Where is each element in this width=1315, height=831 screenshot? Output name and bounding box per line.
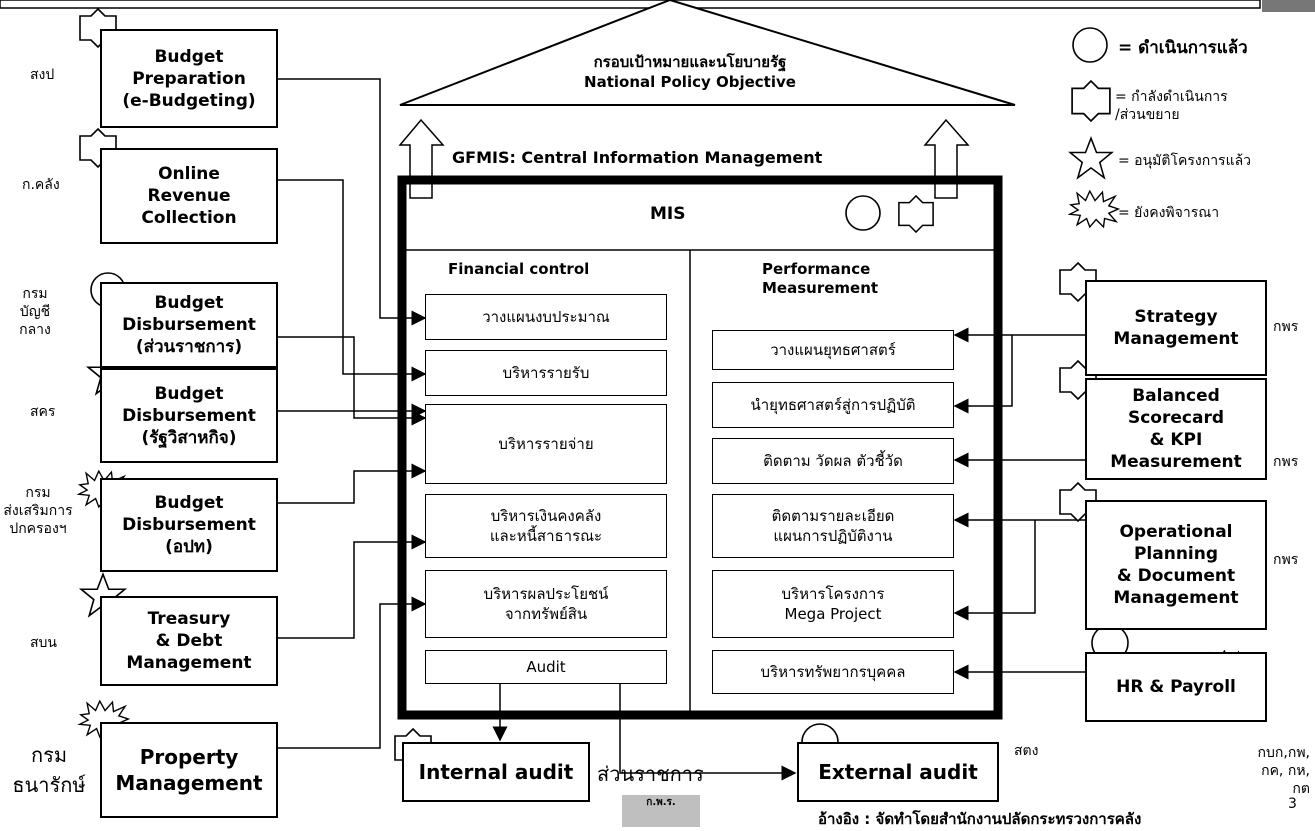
agency-label: กพร	[1273, 319, 1299, 335]
box-internal-audit[interactable]: Internal audit	[402, 742, 590, 802]
legend-text-approved: = อนุมัติโครงการแล้ว	[1118, 153, 1252, 169]
opdc-logo: ก.พ.ร.	[622, 795, 700, 827]
box-treasury-debt[interactable]: Treasury & Debt Management	[100, 596, 278, 686]
legend-text-done: = ดำเนินการแล้ว	[1118, 38, 1248, 58]
legend-text-in-progress: = กำลังดำเนินการ /ส่วนขยาย	[1115, 89, 1228, 123]
logo-text: ก.พ.ร.	[646, 797, 676, 808]
financial-control-header: Financial control	[448, 260, 590, 278]
mis-frame	[397, 175, 1003, 720]
box-external-audit[interactable]: External audit	[797, 742, 999, 802]
perf-item-hr[interactable]: บริหารทรัพยากรบุคคล	[712, 650, 954, 694]
gfmis-title: GFMIS: Central Information Management	[452, 148, 823, 167]
box-hr-payroll[interactable]: HR & Payroll	[1085, 652, 1267, 722]
box-balanced-scorecard[interactable]: Balanced Scorecard & KPI Measurement	[1085, 378, 1267, 480]
agency-label: กรม ส่งเสริมการ ปกครองฯ	[3, 485, 73, 537]
agency-label: ก.คลัง	[22, 177, 60, 193]
box-disbursement-local[interactable]: Budget Disbursement (อปท)	[100, 478, 278, 572]
performance-header: Performance Measurement	[762, 260, 879, 297]
agency-label: สบน	[30, 635, 58, 651]
perf-item-strategy-planning[interactable]: วางแผนยุทธศาสตร์	[712, 330, 954, 370]
burst-icon	[1069, 190, 1119, 228]
reference-note: อ้างอิง : จัดทำโดยสำนักงานปลัดกระทรวงการ…	[818, 810, 1142, 828]
star-icon	[1069, 137, 1113, 179]
page-number: 3	[1288, 796, 1297, 812]
agency-label: กพร	[1273, 454, 1299, 470]
fin-item-asset-benefit[interactable]: บริหารผลประโยชน์ จากทรัพย์สิน	[425, 570, 667, 638]
agency-label: กบก,กพ, กค, กห, กต	[1257, 745, 1310, 797]
flash-star-icon	[897, 195, 935, 233]
corner-photo	[1262, 0, 1315, 12]
circle-icon	[845, 195, 881, 231]
roof-title: กรอบเป้าหมายและนโยบายรัฐ National Policy…	[520, 52, 860, 92]
box-operational-planning[interactable]: Operational Planning & Document Manageme…	[1085, 500, 1267, 630]
agency-label: กพร	[1273, 552, 1299, 568]
box-online-revenue[interactable]: Online Revenue Collection	[100, 148, 278, 244]
agency-label: สคร	[30, 404, 56, 420]
perf-item-kpi-monitoring[interactable]: ติดตาม วัดผล ตัวชี้วัด	[712, 438, 954, 484]
fin-item-audit[interactable]: Audit	[425, 650, 667, 684]
roof-title-english: National Policy Objective	[584, 73, 796, 91]
box-disbursement-soe[interactable]: Budget Disbursement (รัฐวิสาหกิจ)	[100, 368, 278, 463]
fin-item-expenditure[interactable]: บริหารรายจ่าย	[425, 404, 667, 484]
box-disbursement-gov[interactable]: Budget Disbursement (ส่วนราชการ)	[100, 282, 278, 368]
fin-item-treasury-debt[interactable]: บริหารเงินคงคลัง และหนี้สาธารณะ	[425, 494, 667, 558]
box-budget-preparation[interactable]: Budget Preparation (e-Budgeting)	[100, 29, 278, 128]
agency-label: กรม ธนารักษ์	[12, 743, 86, 797]
agency-label: กรม บัญชีกลาง	[19, 286, 51, 338]
fin-item-budget-planning[interactable]: วางแผนงบประมาณ	[425, 294, 667, 340]
internal-audit-agency: ส่วนราชการ	[597, 762, 704, 786]
mis-title: MIS	[650, 204, 686, 224]
box-property-management[interactable]: Property Management	[100, 722, 278, 818]
top-bar	[0, 0, 1261, 9]
box-strategy-management[interactable]: Strategy Management	[1085, 280, 1267, 376]
fin-item-revenue[interactable]: บริหารรายรับ	[425, 350, 667, 396]
perf-item-mega-project[interactable]: บริหารโครงการ Mega Project	[712, 570, 954, 638]
flash-star-icon	[1071, 80, 1111, 122]
circle-icon	[1072, 27, 1108, 63]
perf-item-strategy-implementation[interactable]: นำยุทธศาสตร์สู่การปฏิบัติ	[712, 382, 954, 428]
up-arrow-right	[923, 118, 970, 199]
external-audit-agency: สตง	[1014, 743, 1039, 759]
roof-triangle	[399, 0, 1016, 106]
perf-item-operational-plan[interactable]: ติดตามรายละเอียด แผนการปฏิบัติงาน	[712, 494, 954, 558]
legend-text-considering: = ยังคงพิจารณา	[1118, 205, 1220, 221]
agency-label: สงป	[30, 67, 55, 83]
roof-title-thai: กรอบเป้าหมายและนโยบายรัฐ	[593, 53, 787, 71]
